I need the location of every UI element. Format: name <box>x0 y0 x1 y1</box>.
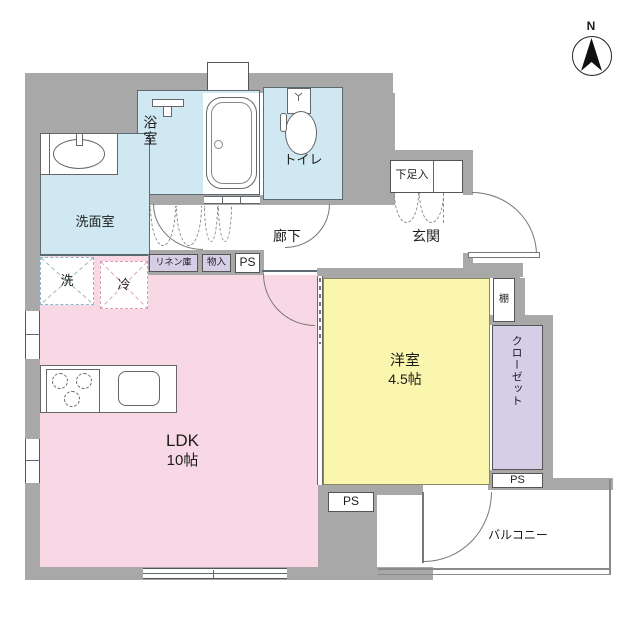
refrigerator-label: 冷 <box>117 276 131 292</box>
wall-segment <box>553 478 613 490</box>
toilet-faucet-icon <box>294 89 303 101</box>
shoe-cabinet-box <box>390 160 463 193</box>
entrance-door-leaf <box>468 252 540 258</box>
pipe-space-label: PS <box>342 494 359 509</box>
room-western <box>323 278 490 485</box>
bathtub-icon <box>206 97 257 189</box>
window-mullion <box>213 570 214 578</box>
room-closet <box>492 325 543 470</box>
kitchen-sink-icon <box>118 371 160 406</box>
wall-segment <box>317 485 423 495</box>
compass-north-icon <box>572 36 612 76</box>
folding-door-arc <box>204 206 218 242</box>
wall-segment <box>543 325 553 490</box>
door-opening <box>262 270 317 272</box>
room-ldk <box>148 275 318 567</box>
bathroom-door <box>204 196 260 204</box>
washer-label: 洗 <box>60 272 74 288</box>
storage-label: 物入 <box>206 256 226 268</box>
burner-icon <box>64 391 80 407</box>
refrigerator-space <box>100 261 148 309</box>
door-tick <box>222 196 223 204</box>
wall-segment <box>135 195 395 205</box>
sliding-partition <box>317 276 323 485</box>
toilet-label: トイレ <box>283 151 323 167</box>
ldk-label: LDK 10帖 <box>115 431 250 469</box>
x-mark-icon <box>100 261 148 309</box>
entrance-door-arc <box>472 192 537 255</box>
pipe-space-label: PS <box>510 473 525 486</box>
balcony-railing <box>378 574 611 575</box>
storage-box <box>202 254 231 272</box>
sink-faucet-icon <box>76 133 83 146</box>
door-swing-arc <box>424 492 492 562</box>
washroom-ldk-boundary <box>40 254 148 256</box>
balcony-railing <box>378 568 611 570</box>
pipe-space-box <box>492 473 543 488</box>
wall-segment <box>463 160 473 195</box>
balcony-label: バルコニー <box>488 527 548 542</box>
faucet-glyph <box>294 92 303 101</box>
window-mullion <box>143 573 287 574</box>
folding-door-arc <box>218 206 232 242</box>
folding-door-arc <box>394 193 419 223</box>
closet-label: クローゼット <box>510 335 523 407</box>
burner-icon <box>76 373 92 389</box>
ldk-size: 10帖 <box>166 451 199 469</box>
wall-segment <box>515 278 525 325</box>
shelf-box <box>493 278 515 322</box>
shoe-cabinet-label: 下足入 <box>395 168 429 181</box>
window-mullion <box>25 460 40 461</box>
wall-segment <box>488 315 553 325</box>
shelf-label: 棚 <box>499 293 509 305</box>
balcony-door-leaf <box>422 492 424 563</box>
wall-segment <box>40 93 137 133</box>
hallway-label: 廊下 <box>273 228 301 245</box>
balcony-railing <box>609 479 611 575</box>
western-room-size: 4.5帖 <box>388 370 422 387</box>
toilet-handle-icon <box>280 113 287 132</box>
x-mark-icon <box>40 257 94 305</box>
linen-cabinet-label: リネン庫 <box>155 257 192 268</box>
shoe-cabinet-divider <box>433 161 434 192</box>
ldk-name: LDK <box>165 431 200 450</box>
wall-segment <box>343 93 395 205</box>
wall-segment <box>317 268 520 278</box>
duct-bump <box>207 62 249 93</box>
linen-cabinet-box <box>149 254 198 272</box>
western-room-name: 洋室 <box>389 352 420 369</box>
window <box>25 311 40 359</box>
pipe-space-box <box>328 492 374 512</box>
compass-north-label: N <box>586 19 596 34</box>
window <box>25 439 40 483</box>
washer-space <box>40 257 94 305</box>
folding-door-edge <box>443 193 444 223</box>
vanity-divider <box>49 134 50 174</box>
door-tick <box>240 196 241 204</box>
wall-segment <box>393 150 473 160</box>
western-room-label: 洋室 4.5帖 <box>350 352 460 387</box>
pipe-space-box <box>235 253 260 273</box>
north-arrow-glyph <box>581 38 602 71</box>
burner-icon <box>52 373 68 389</box>
folding-door-arc <box>419 193 444 223</box>
washroom-label: 洗面室 <box>75 213 115 229</box>
toilet-bowl-icon <box>285 111 317 155</box>
window-mullion <box>25 334 40 335</box>
entrance-label: 玄関 <box>412 228 440 245</box>
pipe-space-label: PS <box>239 255 256 270</box>
bathroom-label: 浴室 <box>142 115 159 147</box>
sliding-door-dashes <box>319 278 321 344</box>
faucet-icon <box>163 106 172 117</box>
